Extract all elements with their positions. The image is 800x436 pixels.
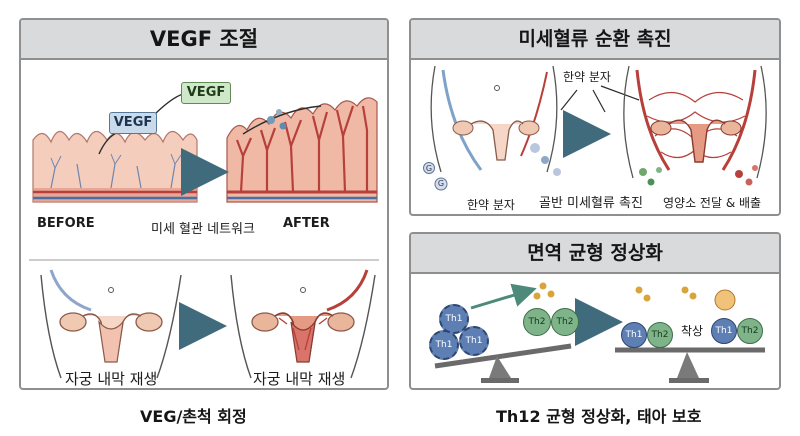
vegf-panel: VEGF 조절 [19,18,389,390]
before-label: BEFORE [37,216,95,231]
th1-cell-right-2: Th1 [711,318,737,344]
right-caption: Th12 균형 정상화, 태아 보호 [496,407,702,426]
th1-cell-right-2-label: Th1 [715,326,733,336]
th1-cell-3: Th1 [459,326,489,356]
herb-molecule-label-top: 한약 분자 [563,70,611,84]
uterus-before-label: 자궁 내막 재생 [65,370,158,388]
th1-cell-right-1: Th1 [621,322,647,348]
g-marker-2: G [435,178,447,190]
nutrient-delivery-label: 영양소 전달 & 배출 [663,196,762,210]
after-label: AFTER [283,216,330,231]
g-marker-1: G [423,163,435,175]
uterus-before [40,269,182,379]
microcirculation-illustration [423,65,767,191]
th2-cell-left-1-label: Th2 [528,317,546,327]
uterus-after [230,269,376,379]
vegf-illustration [29,93,379,379]
th2-cell-right-2-label: Th2 [741,326,759,336]
vegf-box-upper: VEGF [181,82,231,104]
before-tissue [32,130,198,203]
th2-cell-left-2-label: Th2 [556,317,574,327]
th2-cell-left-2: Th2 [551,308,579,336]
after-tissue [226,97,378,203]
th1-cell-3-label: Th1 [465,336,483,346]
pelvic-microflow-label: 골반 미세혈류 촉진 [539,196,643,211]
th2-cell-right-2: Th2 [737,318,763,344]
vegf-box-lower: VEGF [109,112,157,134]
immune-balance-illustration [434,282,765,383]
immune-balance-panel: 면역 균형 정상화 Th1 Th1 [409,232,781,390]
microcirculation-panel: 미세혈류 순환 촉진 [409,18,781,216]
immune-balance-panel-title: 면역 균형 정상화 [411,234,779,274]
g-marker-2-label: G [437,179,445,188]
g-marker-1-label: G [425,164,433,173]
vegf-box-lower-label: VEGF [113,115,153,130]
th1-cell-right-1-label: Th1 [625,330,643,340]
th1-cell-1-label: Th1 [445,314,463,324]
herb-molecule-label-bottom: 한약 분자 [467,198,515,212]
th2-cell-left-1: Th2 [523,308,551,336]
network-label: 미세 혈관 네트워크 [151,222,255,237]
implantation-label: 착상 [681,324,704,338]
vegf-box-upper-label: VEGF [186,85,226,100]
th2-cell-right-1-label: Th2 [651,330,669,340]
th1-cell-2-label: Th1 [435,340,453,350]
uterus-after-label: 자궁 내막 재생 [253,370,346,388]
left-caption: VEG/촌척 회정 [140,407,247,426]
th1-cell-2: Th1 [429,330,459,360]
th2-cell-right-1: Th2 [647,322,673,348]
vegf-panel-title: VEGF 조절 [21,20,387,60]
microcirculation-panel-title: 미세혈류 순환 촉진 [411,20,779,60]
